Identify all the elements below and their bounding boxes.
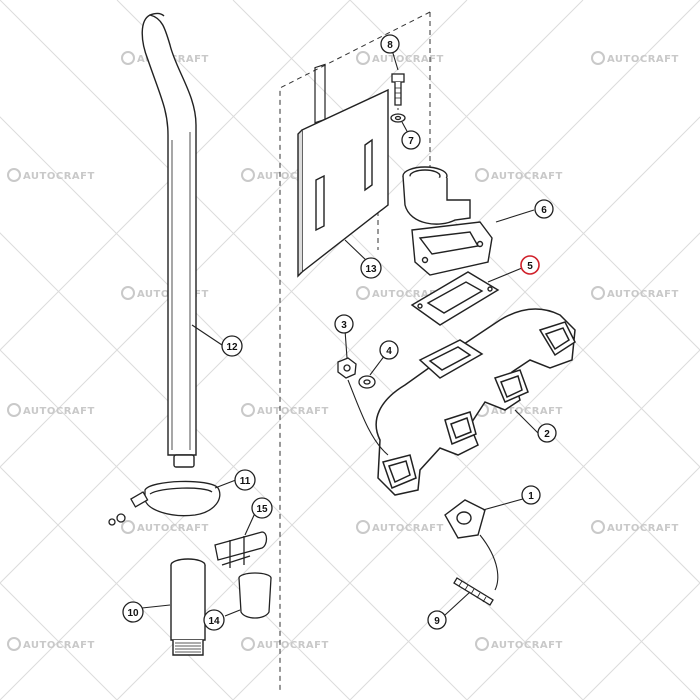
part-lock-washer (358, 375, 376, 389)
part-exhaust-pipe (141, 12, 197, 468)
watermark-text: AUTOCRAFT (491, 640, 563, 651)
watermark-text: AUTOCRAFT (372, 289, 444, 300)
watermark-text: AUTOCRAFT (372, 523, 444, 534)
svg-text:4: 4 (386, 346, 392, 357)
part-clamp (108, 480, 221, 526)
svg-text:15: 15 (256, 504, 268, 515)
svg-text:14: 14 (208, 616, 220, 627)
callout-13: 13 (360, 257, 382, 279)
watermark-text: AUTOCRAFT (23, 640, 95, 651)
watermark-text: AUTOCRAFT (491, 406, 563, 417)
callout-3: 3 (334, 314, 354, 334)
svg-text:2: 2 (544, 429, 550, 440)
svg-text:7: 7 (408, 136, 414, 147)
part-stud (453, 577, 494, 606)
watermark-text: AUTOCRAFT (491, 171, 563, 182)
leader-lines (141, 49, 541, 617)
part-elbow-outlet (402, 166, 493, 276)
callout-5: 5 (520, 255, 540, 275)
part-washer (390, 113, 406, 123)
svg-text:1: 1 (528, 491, 534, 502)
svg-text:3: 3 (341, 320, 347, 331)
svg-text:8: 8 (387, 40, 393, 51)
callout-15: 15 (251, 497, 273, 519)
part-exhaust-manifold (375, 308, 576, 496)
watermark-text: AUTOCRAFT (137, 523, 209, 534)
svg-text:6: 6 (541, 205, 547, 216)
part-heat-shield (297, 63, 389, 278)
svg-text:13: 13 (365, 264, 377, 275)
callout-9: 9 (427, 610, 447, 630)
part-nut (337, 357, 357, 379)
callout-6: 6 (534, 199, 554, 219)
part-u-bolt-bracket (214, 531, 268, 568)
callout-12: 12 (221, 335, 243, 357)
callout-1: 1 (521, 485, 541, 505)
part-cover-plate (444, 499, 486, 539)
watermark-text: AUTOCRAFT (607, 523, 679, 534)
watermark-text: AUTOCRAFT (372, 54, 444, 65)
svg-text:5: 5 (527, 261, 533, 272)
part-lower-pipe (170, 558, 206, 656)
svg-text:11: 11 (240, 476, 251, 487)
callout-4: 4 (379, 340, 399, 360)
callout-2: 2 (537, 423, 557, 443)
callout-10: 10 (122, 601, 144, 623)
watermark-text: AUTOCRAFT (257, 640, 329, 651)
part-gasket (410, 271, 500, 326)
part-bolt (391, 73, 405, 106)
svg-text:12: 12 (226, 342, 238, 353)
watermark-text: AUTOCRAFT (23, 171, 95, 182)
watermark-labels: AUTOCRAFT AUTOCRAFT AUTOCRAFT AUTOCRAFT … (7, 51, 679, 651)
callouts: 8 7 6 5 13 3 4 12 2 11 1 15 10 14 9 (122, 34, 557, 631)
callout-11: 11 (234, 469, 256, 491)
watermark-text: AUTOCRAFT (607, 289, 679, 300)
callout-7: 7 (401, 130, 421, 150)
part-sleeve (238, 572, 272, 619)
callout-8: 8 (380, 34, 400, 54)
watermark-text: AUTOCRAFT (257, 171, 329, 182)
svg-text:9: 9 (434, 616, 440, 627)
svg-text:10: 10 (127, 608, 139, 619)
watermark-text: AUTOCRAFT (607, 54, 679, 65)
watermark-text: AUTOCRAFT (257, 406, 329, 417)
watermark-text: AUTOCRAFT (23, 406, 95, 417)
callout-14: 14 (203, 609, 225, 631)
